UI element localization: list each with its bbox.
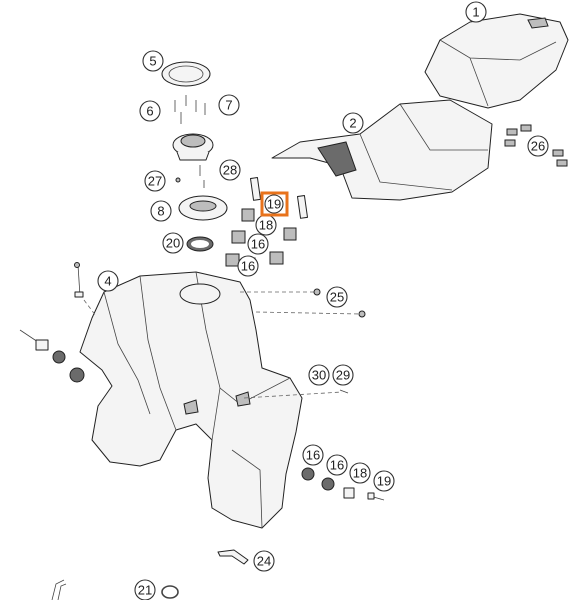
callout-29[interactable]: 29 (332, 364, 354, 386)
svg-text:1: 1 (472, 5, 479, 20)
svg-text:4: 4 (104, 274, 111, 289)
part-rider-seat[interactable] (271, 99, 493, 201)
svg-text:16: 16 (306, 448, 320, 463)
callout-27[interactable]: 27 (144, 170, 166, 192)
callout-16c[interactable]: 16 (302, 444, 324, 466)
svg-text:25: 25 (330, 290, 344, 305)
part-rear-seat-cowl[interactable] (424, 13, 569, 109)
callout-4[interactable]: 4 (97, 270, 119, 292)
svg-text:27: 27 (148, 174, 162, 189)
svg-text:29: 29 (336, 368, 350, 383)
svg-text:7: 7 (225, 98, 232, 113)
assembly-lines (83, 288, 366, 399)
callout-25[interactable]: 25 (326, 286, 348, 308)
callout-7[interactable]: 7 (218, 94, 240, 116)
part-fuel-cap[interactable] (172, 133, 214, 161)
part-small-bolts[interactable] (175, 165, 205, 188)
svg-text:24: 24 (257, 554, 271, 569)
callout-20[interactable]: 20 (162, 232, 184, 254)
part-screws[interactable] (174, 95, 206, 124)
svg-text:19: 19 (377, 474, 391, 489)
part-hose[interactable] (51, 579, 179, 600)
svg-text:18: 18 (259, 218, 273, 233)
svg-text:6: 6 (146, 104, 153, 119)
callout-16b[interactable]: 16 (237, 255, 259, 277)
callout-19a[interactable]: 19 (260, 191, 289, 217)
callout-16a[interactable]: 16 (247, 233, 269, 255)
svg-text:30: 30 (312, 368, 326, 383)
svg-text:21: 21 (138, 583, 152, 598)
part-lower-mounts[interactable] (301, 467, 385, 501)
svg-text:16: 16 (241, 259, 255, 274)
part-gasket[interactable] (186, 236, 214, 252)
callout-5[interactable]: 5 (142, 50, 164, 72)
part-side-bolt[interactable] (19, 262, 85, 383)
callout-26[interactable]: 26 (527, 135, 549, 157)
callout-19b[interactable]: 19 (373, 470, 395, 492)
svg-text:16: 16 (251, 237, 265, 252)
callout-18b[interactable]: 18 (349, 462, 371, 484)
svg-text:26: 26 (531, 139, 545, 154)
svg-text:19: 19 (267, 197, 281, 212)
svg-text:18: 18 (353, 466, 367, 481)
callout-1[interactable]: 1 (465, 1, 487, 23)
callout-18a[interactable]: 18 (255, 214, 277, 236)
svg-text:2: 2 (349, 116, 356, 131)
part-bracket[interactable] (217, 549, 249, 565)
svg-text:8: 8 (157, 204, 164, 219)
part-fuel-tank[interactable] (79, 271, 303, 529)
callout-16d[interactable]: 16 (326, 454, 348, 476)
callout-2[interactable]: 2 (342, 112, 364, 134)
part-clips[interactable] (504, 124, 568, 167)
callout-28[interactable]: 28 (219, 159, 241, 181)
callout-30[interactable]: 30 (308, 364, 330, 386)
svg-text:20: 20 (166, 236, 180, 251)
svg-text:16: 16 (330, 458, 344, 473)
callout-21[interactable]: 21 (134, 579, 156, 600)
callout-6[interactable]: 6 (139, 100, 161, 122)
part-filler-ring[interactable] (161, 61, 211, 87)
callout-8[interactable]: 8 (150, 200, 172, 222)
part-filler-flange[interactable] (178, 195, 228, 221)
svg-text:28: 28 (223, 163, 237, 178)
callout-24[interactable]: 24 (253, 550, 275, 572)
svg-text:5: 5 (149, 54, 156, 69)
